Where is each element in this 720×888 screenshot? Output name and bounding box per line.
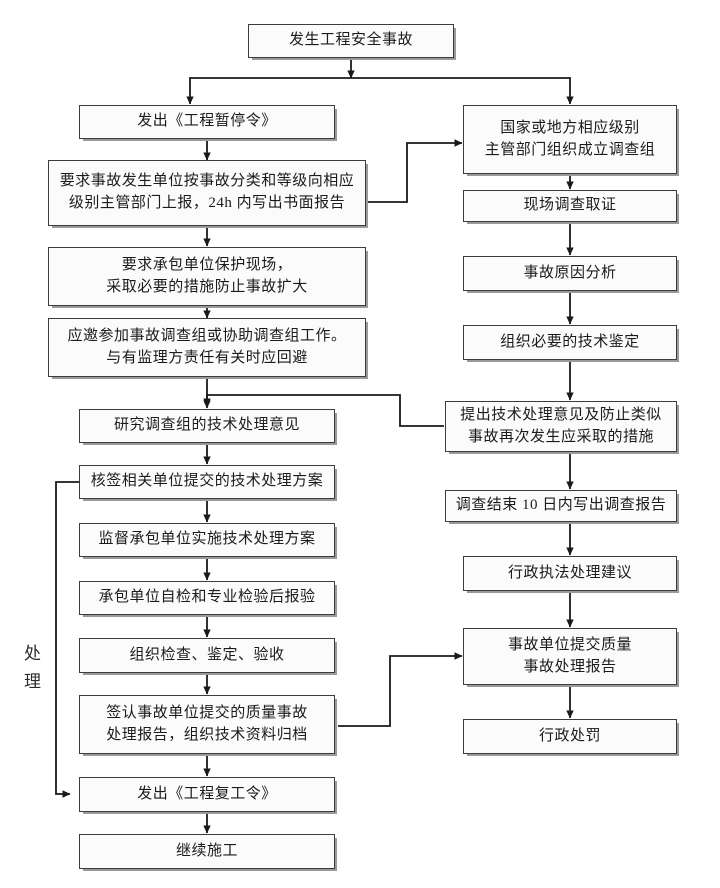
- node-report-to-authority[interactable]: 要求事故发生单位按事故分类和等级向相应 级别主管部门上报，24h 内写出书面报告: [48, 160, 366, 226]
- node-sign-quality-accident-report[interactable]: 签认事故单位提交的质量事故 处理报告，组织技术资料归档: [79, 695, 335, 754]
- node-cause-analysis[interactable]: 事故原因分析: [463, 256, 677, 291]
- node-l4-label: 应邀参加事故调查组或协助调查组工作。 与有监理方责任有关时应回避: [67, 327, 347, 366]
- node-study-technical-opinion[interactable]: 研究调查组的技术处理意见: [79, 409, 335, 443]
- node-l2-label: 要求事故发生单位按事故分类和等级向相应 级别主管部门上报，24h 内写出书面报告: [59, 173, 355, 211]
- node-r3-label: 事故原因分析: [523, 264, 617, 281]
- node-r6-label: 调查结束 10 日内写出调查报告: [455, 497, 667, 514]
- wire-l10-to-r8: [338, 652, 463, 727]
- node-form-investigation-group[interactable]: 国家或地方相应级别 主管部门组织成立调查组: [463, 105, 677, 174]
- node-propose-prevention-measures[interactable]: 提出技术处理意见及防止类似 事故再次发生应采取的措施: [445, 401, 677, 452]
- node-l11-label: 发出《工程复工令》: [137, 785, 277, 802]
- side-label-char-1: 处: [24, 644, 42, 663]
- node-l10-label: 签认事故单位提交的质量事故 处理报告，组织技术资料归档: [106, 704, 308, 743]
- node-join-investigation-group[interactable]: 应邀参加事故调查组或协助调查组工作。 与有监理方责任有关时应回避: [48, 318, 366, 377]
- node-organize-inspection-acceptance[interactable]: 组织检查、鉴定、验收: [79, 638, 335, 673]
- node-r5-label: 提出技术处理意见及防止类似 事故再次发生应采取的措施: [460, 406, 662, 445]
- node-l6-label: 核签相关单位提交的技术处理方案: [90, 473, 324, 490]
- node-r4-label: 组织必要的技术鉴定: [500, 333, 640, 350]
- node-l12-label: 继续施工: [175, 842, 238, 859]
- node-l8-label: 承包单位自检和专业检验后报验: [98, 589, 316, 606]
- node-r9-label: 行政处罚: [538, 727, 601, 744]
- node-countersign-technical-plan[interactable]: 核签相关单位提交的技术处理方案: [79, 465, 335, 499]
- node-l5-label: 研究调查组的技术处理意见: [113, 417, 300, 434]
- node-start-label: 发生工程安全事故: [288, 32, 413, 49]
- node-contractor-self-inspection[interactable]: 承包单位自检和专业检验后报验: [79, 581, 335, 615]
- node-continue-construction[interactable]: 继续施工: [79, 834, 335, 869]
- node-l1-label: 发出《工程暂停令》: [137, 113, 277, 130]
- node-administrative-penalty[interactable]: 行政处罚: [463, 719, 677, 754]
- wire-l6-to-l11-feedback: [55, 481, 79, 798]
- node-l3-label: 要求承包单位保护现场， 采取必要的措施防止事故扩大: [106, 256, 308, 295]
- node-supervise-implementation[interactable]: 监督承包单位实施技术处理方案: [79, 523, 335, 557]
- node-technical-appraisal[interactable]: 组织必要的技术鉴定: [463, 325, 677, 360]
- node-r7-label: 行政执法处理建议: [507, 564, 632, 581]
- node-l9-label: 组织检查、鉴定、验收: [129, 646, 285, 663]
- node-enforcement-recommendation[interactable]: 行政执法处理建议: [463, 556, 677, 591]
- node-issue-resumption-order[interactable]: 发出《工程复工令》: [79, 777, 335, 812]
- wire-l2-to-r1: [366, 139, 463, 203]
- node-issue-suspension-order[interactable]: 发出《工程暂停令》: [79, 105, 335, 139]
- side-label-char-2: 理: [24, 672, 42, 692]
- node-r1-label: 国家或地方相应级别 主管部门组织成立调查组: [484, 119, 656, 158]
- node-unit-submits-report[interactable]: 事故单位提交质量 事故处理报告: [463, 628, 677, 685]
- wire-start-to-left: [186, 77, 351, 105]
- node-protect-scene[interactable]: 要求承包单位保护现场， 采取必要的措施防止事故扩大: [48, 247, 366, 306]
- node-investigation-report-10-days[interactable]: 调查结束 10 日内写出调查报告: [445, 490, 677, 522]
- node-r8-label: 事故单位提交质量 事故处理报告: [507, 636, 632, 675]
- node-r2-label: 现场调查取证: [523, 197, 617, 214]
- node-start[interactable]: 发生工程安全事故: [248, 24, 454, 58]
- wire-start-to-right: [351, 77, 574, 105]
- node-l7-label: 监督承包单位实施技术处理方案: [98, 531, 316, 548]
- node-site-investigation[interactable]: 现场调查取证: [463, 190, 677, 222]
- process-side-label: 处 理: [22, 640, 44, 696]
